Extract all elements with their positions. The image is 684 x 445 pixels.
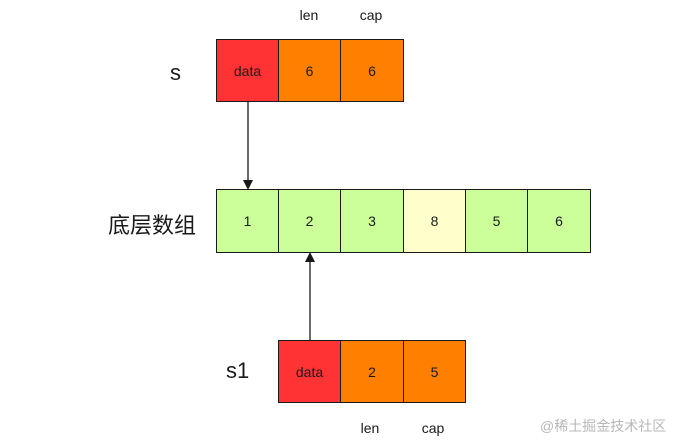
s-len-cell: 6 — [278, 39, 341, 102]
top-cap-label: cap — [359, 7, 383, 23]
s1-data-cell: data — [278, 340, 341, 403]
array-cell-3: 8 — [403, 189, 466, 253]
array-cell-2: 3 — [340, 189, 404, 253]
slice-s1-name: s1 — [226, 358, 250, 383]
slice-s-name: s — [170, 60, 181, 85]
s1-len-cell: 2 — [340, 340, 404, 403]
array-cell-1: 2 — [278, 189, 341, 253]
s-cap-cell: 6 — [340, 39, 404, 102]
bottom-len-label: len — [360, 420, 380, 436]
watermark-text: @稀土掘金技术社区 — [540, 418, 667, 434]
array-label: 底层数组 — [108, 213, 197, 238]
array-cell-0: 1 — [216, 189, 279, 253]
s-data-cell: data — [216, 39, 279, 102]
bottom-cap-label: cap — [421, 420, 445, 436]
s1-cap-cell: 5 — [403, 340, 466, 403]
top-len-label: len — [299, 7, 319, 23]
array-cell-4: 5 — [465, 189, 528, 253]
array-cell-5: 6 — [527, 189, 591, 253]
